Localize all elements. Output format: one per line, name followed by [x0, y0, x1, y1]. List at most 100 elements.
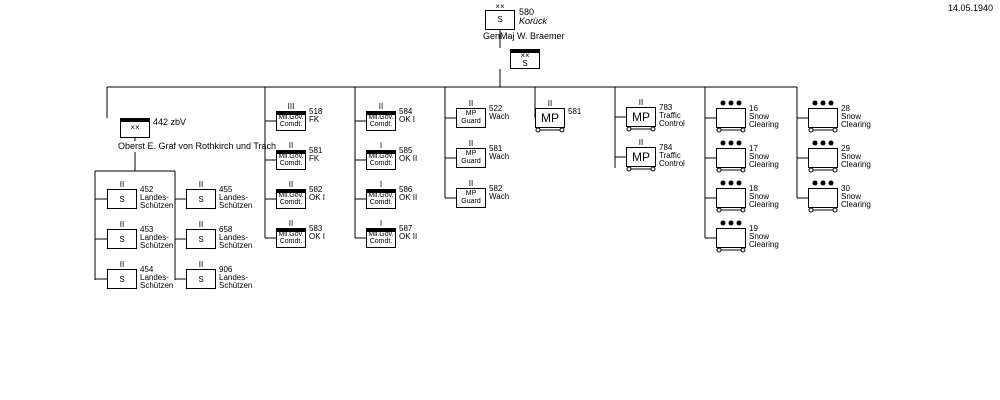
ls-a-0-echelon: II [119, 180, 125, 189]
snow-a-1-dot-0 [720, 140, 726, 146]
fk-0-box2: Comdt. [279, 121, 303, 128]
wach-2-label: Wach [489, 192, 510, 201]
fk-1-label: FK [309, 154, 320, 163]
ok-1-box1: Mil.Gov. [368, 153, 394, 160]
ok-0-label: OK I [399, 115, 416, 124]
fk-0-box1: Mil.Gov. [278, 114, 304, 121]
snow-b-1-box [808, 148, 838, 168]
ok-1-echelon: I [379, 141, 383, 150]
ok-0-box [366, 111, 396, 131]
fk-2-echelon: II [288, 180, 294, 189]
fk-3-label: OK I [309, 232, 326, 241]
top-unit-number: 580 [519, 7, 535, 17]
ls-a-0-symbol: S [117, 195, 127, 204]
fk-0-label: FK [309, 115, 320, 124]
ls-b-0-number: 455 [219, 185, 233, 194]
fk-3-box1: Mil.Gov. [278, 231, 304, 238]
ls-b-2-symbol: S [196, 275, 206, 284]
ok-1-label: OK II [399, 154, 418, 163]
snow-a-0-line1: Snow [749, 112, 770, 121]
snow-a-2-line1: Snow [749, 192, 770, 201]
wach-2-number: 582 [489, 184, 503, 193]
snow-a-2-dot-0 [720, 180, 726, 186]
ok-0-box2: Comdt. [369, 121, 393, 128]
ls-b-1-line2: Schützen [219, 241, 253, 250]
fk-2-label: OK I [309, 193, 326, 202]
wach-2-box2: Guard [461, 198, 481, 205]
branch1-number: 442 zbV [153, 117, 187, 127]
branch1-commander: Oberst E. Graf von Rothkirch und Trach [118, 141, 277, 151]
mp-box [535, 108, 565, 128]
mp-number: 581 [568, 107, 582, 116]
snow-b-2-number: 30 [841, 184, 850, 193]
ls-a-2-number: 454 [140, 265, 154, 274]
snow-b-2-line2: Clearing [841, 200, 871, 209]
snow-a-0-dot-0 [720, 100, 726, 106]
snow-b-1-dot-1 [820, 140, 826, 146]
snow-b-2-dot-1 [820, 180, 826, 186]
snow-a-0-dot-2 [736, 100, 742, 106]
snow-b-1-dot-2 [828, 140, 834, 146]
snow-b-2-line1: Snow [841, 192, 862, 201]
snow-a-0-box [716, 108, 746, 128]
ls-b-1-symbol: S [196, 235, 206, 244]
snow-a-3-box [716, 228, 746, 248]
wach-1-box [456, 148, 486, 168]
snow-b-0-line1: Snow [841, 112, 862, 121]
snow-a-1-number: 17 [749, 144, 758, 153]
ls-b-0-echelon: II [198, 180, 204, 189]
ok-2-box [366, 189, 396, 209]
ls-b-1-number: 658 [219, 225, 233, 234]
snow-a-3-line1: Snow [749, 232, 770, 241]
top-unit-box [485, 10, 515, 30]
wach-2-box1: MP [465, 190, 477, 197]
snow-b-0-number: 28 [841, 104, 850, 113]
wach-2-echelon: II [468, 179, 474, 188]
wach-0-echelon: II [468, 99, 474, 108]
snow-a-3-dot-2 [736, 220, 742, 226]
ls-a-2-line1: Landes- [140, 273, 169, 282]
ls-b-0-line2: Schützen [219, 201, 253, 210]
fk-1-echelon: II [288, 141, 294, 150]
snow-a-3-number: 19 [749, 224, 758, 233]
staff-symbol: S [522, 59, 528, 68]
traffic-0-wheel-1 [650, 126, 656, 132]
traffic-1-wheel-0 [626, 166, 632, 172]
snow-b-1-line2: Clearing [841, 160, 871, 169]
traffic-0-line1: Traffic [659, 111, 681, 120]
snow-a-1-box [716, 148, 746, 168]
fk-2-box [276, 189, 306, 209]
ls-b-2-line2: Schützen [219, 281, 253, 290]
ok-3-number: 587 [399, 224, 413, 233]
traffic-1-echelon: II [638, 138, 644, 147]
wach-1-box2: Guard [461, 158, 481, 165]
fk-0-echelon: III [287, 102, 295, 111]
ok-3-echelon: I [379, 219, 383, 228]
ls-b-0-symbol: S [196, 195, 206, 204]
ok-1-number: 585 [399, 146, 413, 155]
ls-a-0-number: 452 [140, 185, 154, 194]
snow-a-2-number: 18 [749, 184, 758, 193]
wach-0-box2: Guard [461, 118, 481, 125]
snow-b-0-dot-2 [828, 100, 834, 106]
fk-2-box2: Comdt. [279, 199, 303, 206]
top-unit-symbol: S [497, 15, 503, 24]
snow-a-0-line2: Clearing [749, 120, 779, 129]
ls-a-2-line2: Schützen [140, 281, 174, 290]
wach-2-box [456, 188, 486, 208]
fk-0-number: 518 [309, 107, 323, 116]
fk-0-box [276, 111, 306, 131]
wach-1-box1: MP [465, 150, 477, 157]
ok-3-box1: Mil.Gov. [368, 231, 394, 238]
ok-0-box1: Mil.Gov. [368, 114, 394, 121]
wach-1-label: Wach [489, 152, 510, 161]
snow-a-2-dot-2 [736, 180, 742, 186]
top-unit-name: Korück [519, 16, 548, 26]
snow-a-1-line1: Snow [749, 152, 770, 161]
ls-a-2-symbol: S [117, 275, 127, 284]
ls-b-1-line1: Landes- [219, 233, 248, 242]
wach-1-number: 581 [489, 144, 503, 153]
snow-b-0-line2: Clearing [841, 120, 871, 129]
snow-a-3-dot-0 [720, 220, 726, 226]
